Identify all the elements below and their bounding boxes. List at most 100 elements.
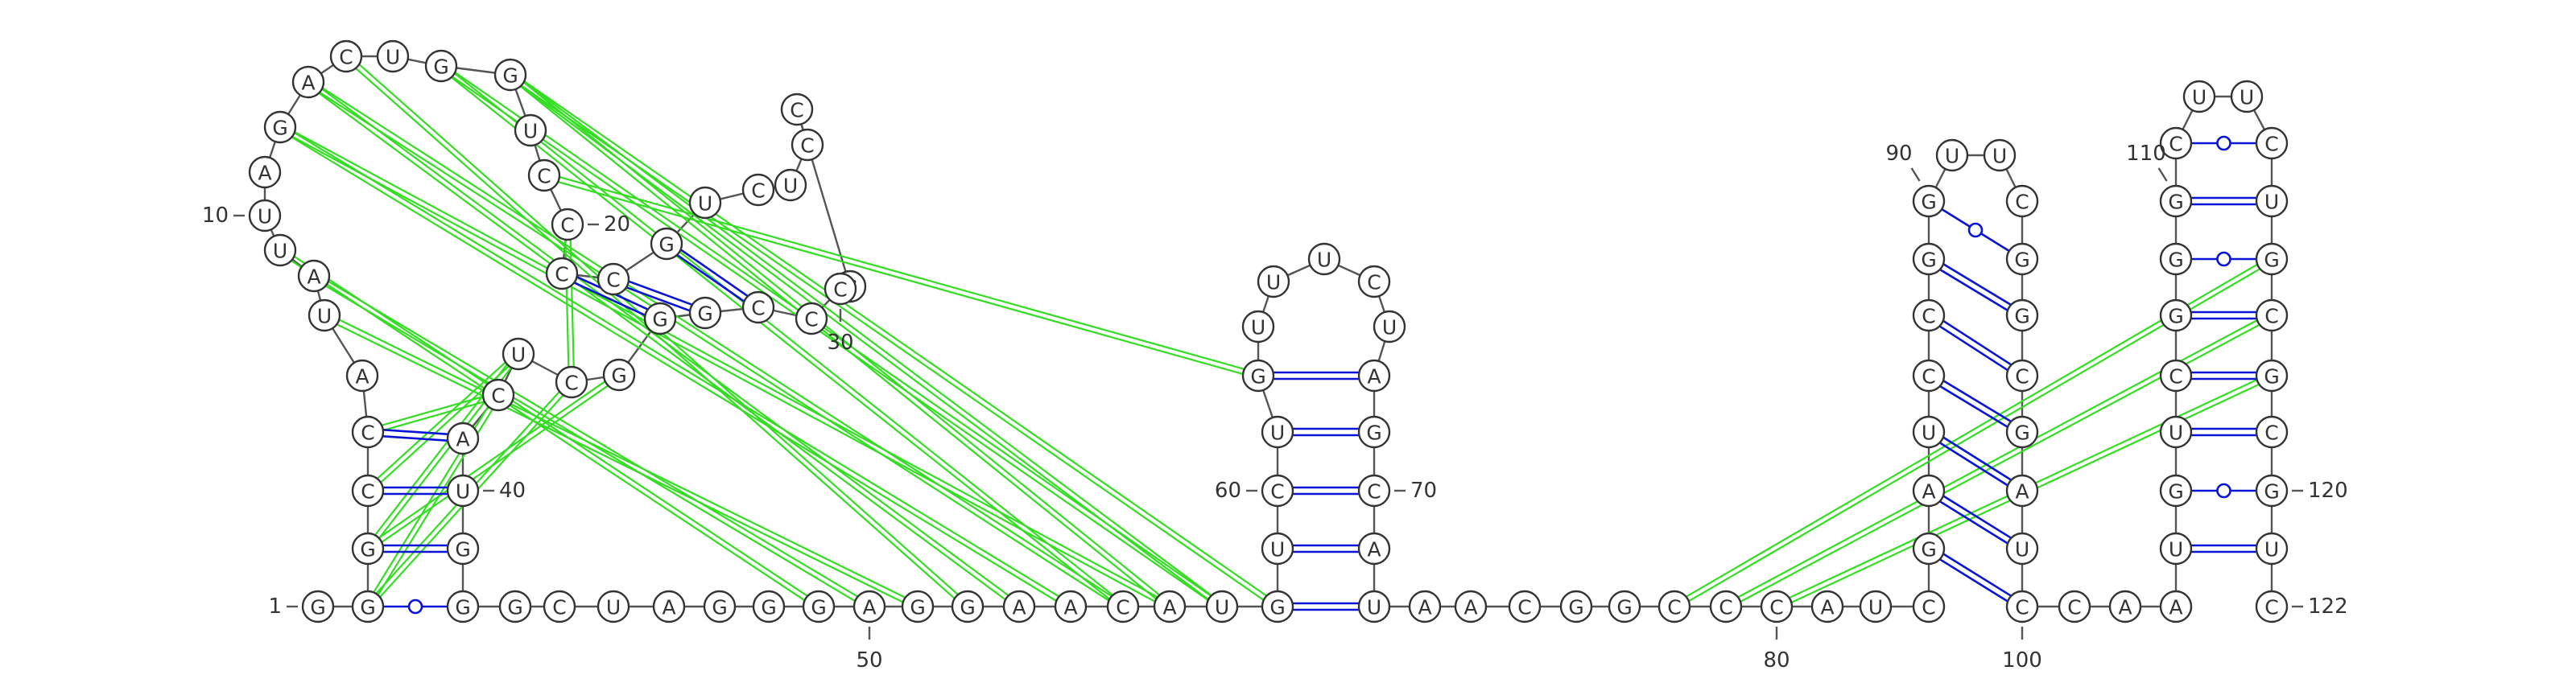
nucleotide-circle xyxy=(643,302,677,335)
nucleotide-circle xyxy=(597,590,630,623)
nucleotide-circle xyxy=(1608,590,1641,623)
nucleotide-90: G xyxy=(1912,184,1946,218)
tertiary-interaction-line xyxy=(452,76,1209,601)
nucleotide-circle xyxy=(2159,242,2193,276)
nucleotide-letter: G xyxy=(1269,596,1285,619)
nucleotide-40: U xyxy=(446,474,480,508)
nucleotide-20: C xyxy=(551,208,584,241)
nucleotide-122: C xyxy=(2255,590,2289,623)
nucleotide-circle xyxy=(741,290,775,324)
nucleotide-111: C xyxy=(2159,126,2193,160)
nucleotide-circle xyxy=(2159,415,2193,449)
nucleotide-letter: A xyxy=(355,365,369,389)
nucleotide-8: A xyxy=(297,259,331,293)
nucleotide-letter: A xyxy=(862,596,876,619)
nucleotide-letter: G xyxy=(2014,249,2029,272)
nucleotide-letter: C xyxy=(1367,480,1381,504)
nucleotide-circle xyxy=(1357,590,1391,623)
nucleotide-letter: C xyxy=(2264,133,2278,156)
nucleotide-letter: U xyxy=(1317,249,1331,272)
base-pair-line xyxy=(1939,500,2008,545)
nucleotide-circle xyxy=(514,113,547,147)
position-label: 100 xyxy=(2002,648,2042,673)
nucleotide-circle xyxy=(688,186,722,220)
nucleotide-letter: A xyxy=(301,72,315,95)
nucleotide-circle xyxy=(2058,590,2091,623)
nucleotide-circle xyxy=(2005,532,2039,566)
nucleotide-10: U xyxy=(248,199,282,232)
position-label: 80 xyxy=(1763,648,1790,673)
nucleotide-circle xyxy=(1357,532,1391,566)
nucleotide-circle xyxy=(901,590,935,623)
nucleotide-47: G xyxy=(703,590,737,623)
nucleotide-38: C xyxy=(481,378,515,412)
nucleotide-letter: G xyxy=(910,596,925,619)
nucleotide-letter: C xyxy=(1922,365,1935,389)
nucleotide-56: A xyxy=(1153,590,1187,623)
nucleotide-circle xyxy=(2005,298,2039,332)
position-label: 60 xyxy=(1215,479,1241,503)
nucleotide-circle xyxy=(2159,126,2193,160)
nucleotide-93: C xyxy=(2005,184,2039,218)
nucleotide-letter: G xyxy=(1921,249,1936,272)
base-pair-line xyxy=(1939,442,2008,487)
nucleotide-51: G xyxy=(901,590,935,623)
tertiary-interaction-line xyxy=(451,76,1110,600)
base-pair-line xyxy=(383,428,448,436)
nucleotide-95: G xyxy=(2005,298,2039,332)
nucleotide-letter: G xyxy=(712,596,727,619)
nucleotide-60: C xyxy=(1261,474,1294,508)
nucleotide-12: G xyxy=(263,110,297,144)
nucleotide-59: U xyxy=(1261,532,1294,566)
tertiary-interaction-line xyxy=(521,84,1265,601)
tertiary-interaction-line xyxy=(520,85,1209,601)
nucleotide-letter: G xyxy=(1568,596,1583,619)
nucleotide-letter: A xyxy=(662,596,675,619)
nucleotide-letter: U xyxy=(1270,538,1285,562)
nucleotide-circle xyxy=(1106,590,1140,623)
base-pair-line xyxy=(382,434,448,442)
nucleotide-circle xyxy=(555,365,588,399)
nucleotide-circle xyxy=(545,257,579,290)
nucleotide-circle xyxy=(752,590,786,623)
nucleotide-circle xyxy=(1983,138,2017,172)
nucleotide-96: C xyxy=(2005,359,2039,393)
nucleotide-circle xyxy=(1261,532,1294,566)
nucleotide-letter: G xyxy=(272,117,287,140)
nucleotide-circle xyxy=(2005,184,2039,218)
nucleotide-28: C xyxy=(780,93,814,126)
nucleotide-73: A xyxy=(1408,590,1442,623)
nucleotide-circle xyxy=(1357,415,1391,449)
nucleotide-112: U xyxy=(2182,80,2216,113)
nucleotide-102: A xyxy=(2108,590,2142,623)
nucleotide-letter: C xyxy=(790,99,803,122)
position-label: 50 xyxy=(856,648,882,673)
nucleotide-letter: C xyxy=(2067,596,2081,619)
nucleotide-circle xyxy=(446,474,480,508)
nucleotide-letter: A xyxy=(2118,596,2132,619)
nucleotide-106: U xyxy=(2159,415,2193,449)
gu-pair-marker xyxy=(2216,135,2231,151)
base-pair-line xyxy=(1942,553,2012,597)
nucleotide-24: U xyxy=(688,186,722,220)
base-pair-line xyxy=(1942,263,2012,306)
tertiary-interaction-line xyxy=(291,260,805,602)
nucleotide-74: A xyxy=(1454,590,1488,623)
numbering-tick xyxy=(1910,167,1921,182)
base-pair-line xyxy=(676,254,745,302)
nucleotide-circle xyxy=(2255,532,2289,566)
nucleotide-circle xyxy=(1912,242,1946,276)
tertiary-interaction-line xyxy=(291,135,1156,603)
nucleotide-letter: C xyxy=(1270,480,1284,504)
nucleotide-65: U xyxy=(1307,242,1341,276)
nucleotide-letter: A xyxy=(1063,596,1077,619)
nucleotide-letter: U xyxy=(2015,538,2029,562)
nucleotide-letter: C xyxy=(1719,596,1732,619)
nucleotide-letter: C xyxy=(1667,596,1681,619)
gu-pair-marker xyxy=(2216,251,2231,267)
nucleotide-letter: A xyxy=(1820,596,1834,619)
nucleotide-30: C xyxy=(824,272,857,306)
base-pair-line xyxy=(1939,558,2008,603)
nucleotide-105: G xyxy=(2159,474,2193,508)
